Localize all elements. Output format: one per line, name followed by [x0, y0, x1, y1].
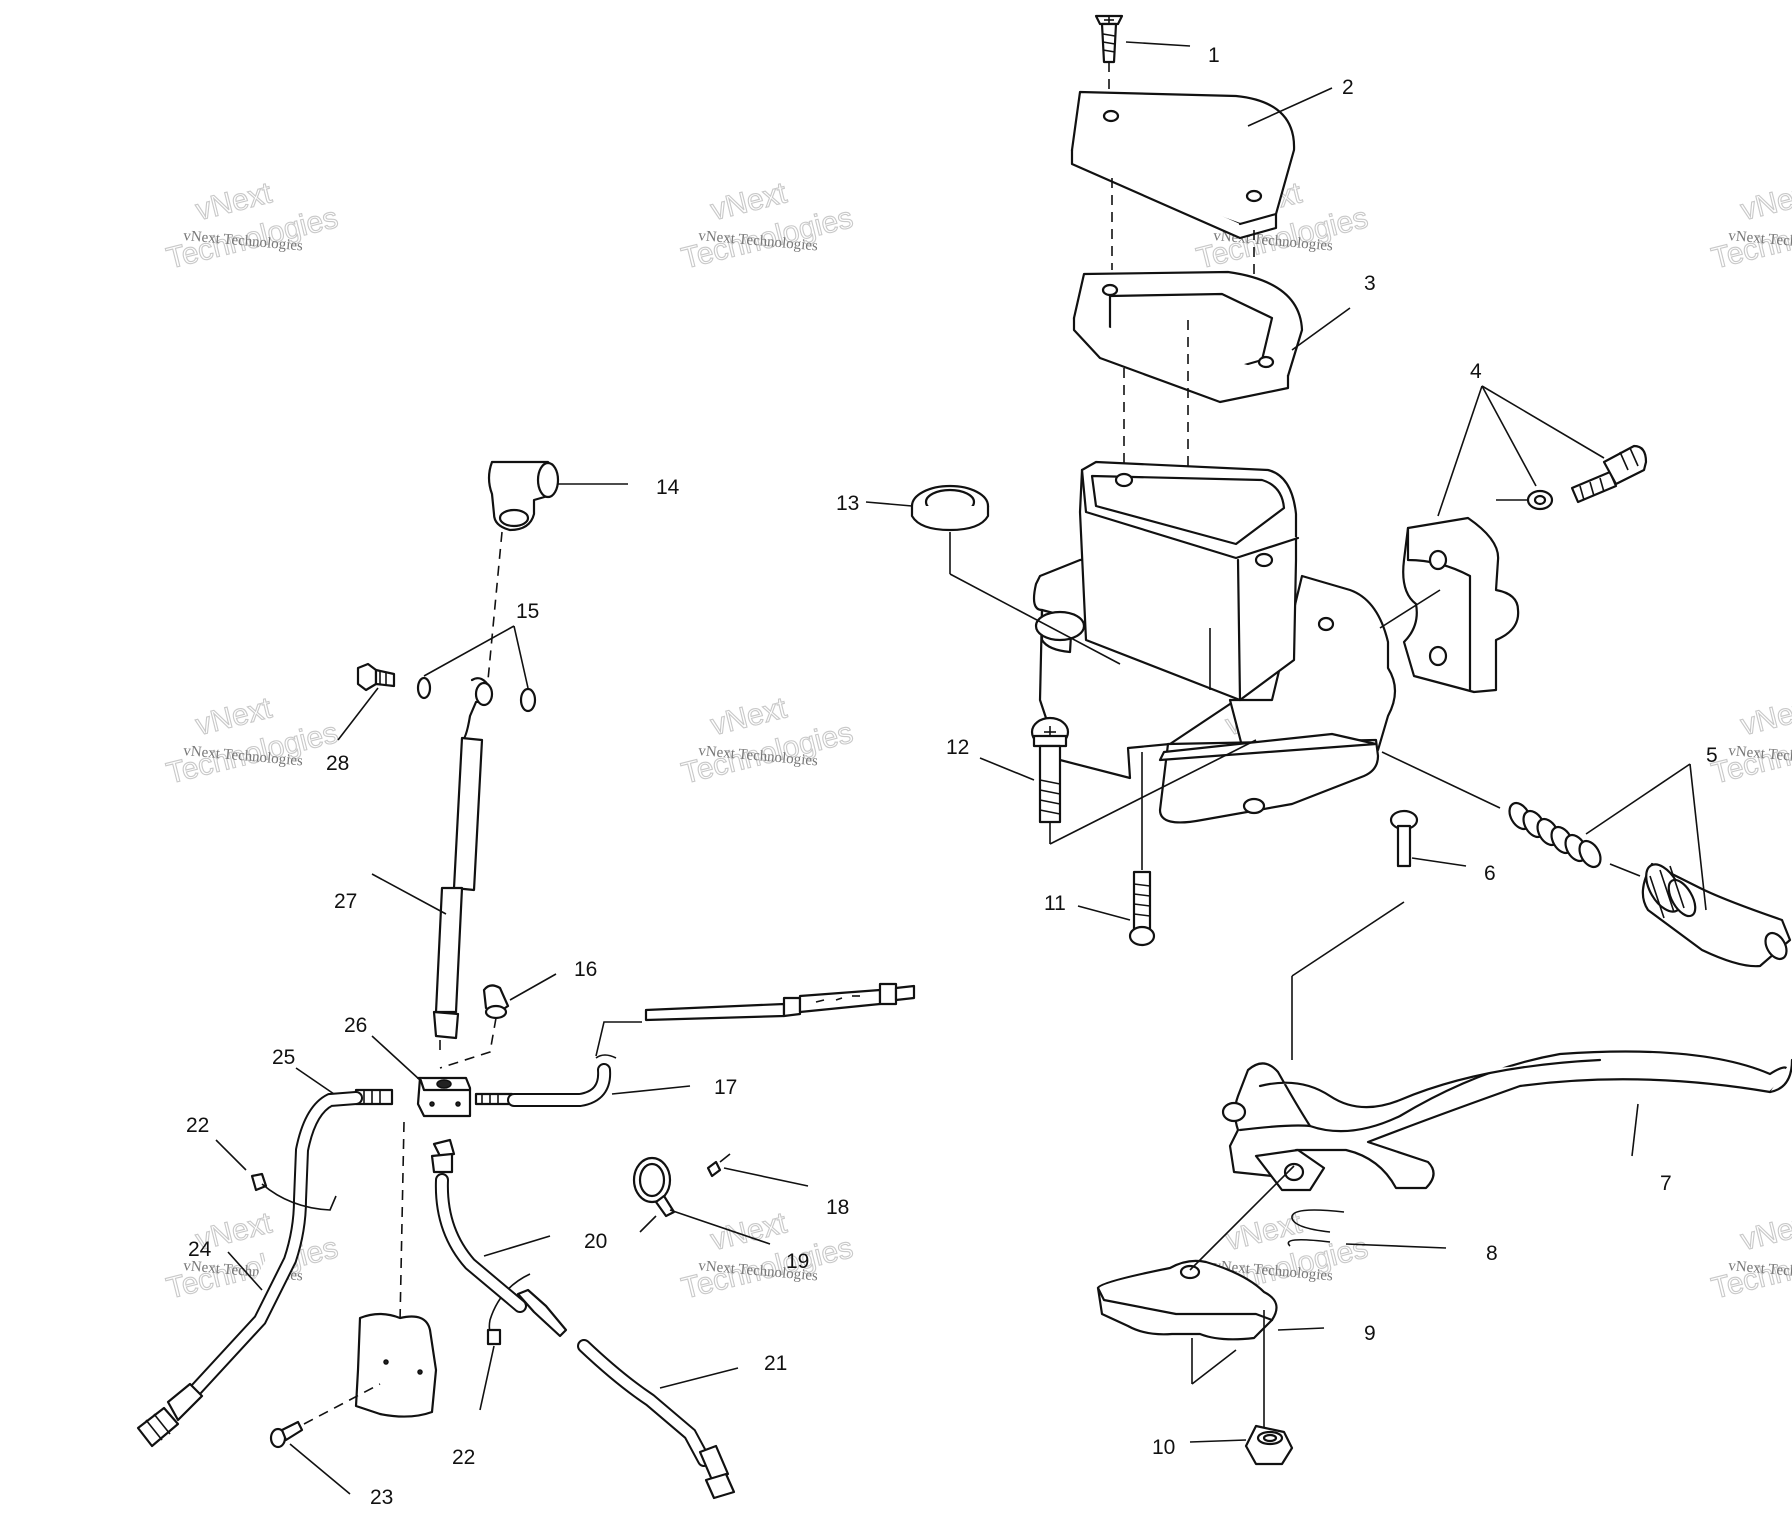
part-25-hose: [136, 1067, 394, 1448]
callout-3: 3: [1364, 272, 1376, 295]
part-18-19-clip: [632, 1153, 809, 1245]
part-27-vent-tube: [371, 736, 484, 1050]
part-5-spring-piston: [1381, 751, 1792, 968]
part-26-junction-block: [371, 1035, 472, 1323]
part-3-diaphragm: [1072, 270, 1304, 404]
part-22-hose-clamp: [215, 1139, 531, 1411]
part-7-brake-lever: [1221, 1050, 1792, 1192]
watermark-big-1: vNext: [1738, 1206, 1792, 1257]
part-1-cover-screw: [1094, 14, 1124, 118]
part-24-shield: [227, 1251, 438, 1418]
part-9-adjuster: [1096, 1165, 1295, 1438]
callout-25: 25: [272, 1046, 295, 1069]
callout-1: 1: [1208, 44, 1220, 67]
callout-5: 5: [1706, 744, 1718, 767]
callout-7: 7: [1660, 1172, 1672, 1195]
callout-2: 2: [1342, 76, 1354, 99]
callout-10: 10: [1152, 1436, 1175, 1459]
part-20-hose: [430, 1138, 568, 1338]
part-13-boot: [910, 484, 1121, 665]
part-17-brake-hose: [474, 982, 916, 1107]
callout-12: 12: [946, 736, 969, 759]
part-10-nut: [1244, 1424, 1294, 1466]
watermark-big-1: vNext: [1738, 691, 1792, 742]
part-23-screw: [269, 1383, 381, 1495]
part-12-bolt: [1030, 716, 1257, 845]
callout-22: 22: [186, 1114, 209, 1137]
callout-11: 11: [1044, 892, 1066, 915]
callout-28: 28: [326, 752, 349, 775]
callout-26: 26: [344, 1014, 367, 1037]
callout-23: 23: [370, 1486, 393, 1509]
callout-13: 13: [836, 492, 859, 515]
callout-21: 21: [764, 1352, 787, 1375]
callout-18: 18: [826, 1196, 849, 1219]
callout-19: 19: [786, 1250, 809, 1273]
watermarks: vNext Technologies vNext Technologies vN…: [163, 176, 1792, 1306]
callout-15: 15: [516, 600, 539, 623]
callout-17: 17: [714, 1076, 737, 1099]
callout-4: 4: [1470, 360, 1482, 383]
callout-24: 24: [188, 1238, 212, 1261]
part-11-bolt: [1128, 752, 1156, 947]
callout-6: 6: [1484, 862, 1496, 885]
callout-8: 8: [1486, 1242, 1498, 1265]
part-6-pivot-pin: [1291, 809, 1419, 1060]
part-8-spring-clip: [1287, 1209, 1345, 1247]
part-14-tee-fitting: [487, 460, 628, 681]
callout-9: 9: [1364, 1322, 1376, 1345]
callout-20: 20: [584, 1230, 607, 1253]
callout-14: 14: [656, 476, 680, 499]
master-cylinder-body: [1032, 460, 1397, 824]
part-21-hose: [577, 1339, 739, 1500]
part-15-banjo-washers: [337, 625, 537, 742]
callout-22-lower: 22: [452, 1446, 475, 1469]
callout-16: 16: [574, 958, 597, 981]
part-4-clamp-bolt: [1379, 444, 1648, 694]
callouts: 1 2 3 4 5 6 7 8 9 10 11 12 13 14 15 16 1…: [186, 41, 1718, 1509]
watermark-big-1: vNext: [1738, 176, 1792, 227]
part-2-reservoir-cover: [1070, 90, 1296, 240]
part-16-fitting: [439, 973, 557, 1069]
callout-27: 27: [334, 890, 357, 913]
